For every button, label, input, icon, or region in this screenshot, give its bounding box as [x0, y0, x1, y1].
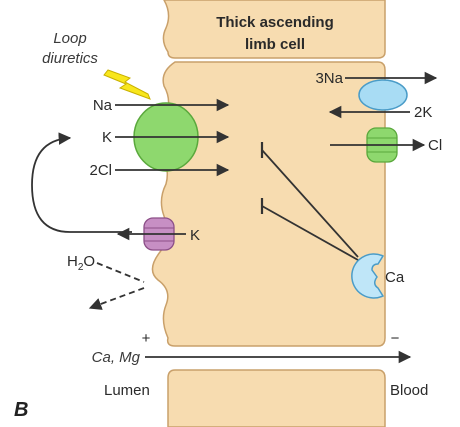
lumen-label: Lumen	[104, 382, 150, 399]
lumen-charge: +	[142, 330, 151, 347]
ca-inhibit-line-lower	[261, 205, 359, 261]
ca-inhibit-line-upper	[261, 149, 359, 258]
k-channel-label: K	[190, 227, 200, 244]
water-label: H2O	[67, 253, 95, 273]
lower-cell	[167, 369, 386, 427]
na-k-atpase	[358, 79, 408, 111]
basolateral-na-label: 3Na	[315, 70, 343, 87]
k-recycling-arrow	[31, 132, 132, 233]
basolateral-k-label: 2K	[414, 104, 432, 121]
basolateral-cl-label: Cl	[428, 137, 442, 154]
upper-cell	[162, 0, 386, 59]
na-label: Na	[93, 97, 113, 114]
ca-sensor-label: Ca	[385, 269, 405, 286]
cell-title-line1: Thick ascending	[216, 14, 334, 31]
water-path-upper	[96, 262, 145, 283]
ca-sensing-receptor	[351, 253, 385, 299]
k-label: K	[102, 129, 112, 146]
drug-label-line2: diuretics	[42, 50, 98, 67]
cell-title-line2: limb cell	[245, 36, 305, 53]
blood-charge: −	[391, 330, 400, 347]
lightning-bolt-icon	[103, 69, 151, 100]
water-path-lower	[88, 287, 145, 310]
blood-label: Blood	[390, 382, 428, 399]
paracellular-ions: Ca, Mg	[92, 349, 141, 366]
drug-label-line1: Loop	[53, 30, 86, 47]
cl-label: 2Cl	[89, 162, 112, 179]
panel-letter: B	[14, 399, 28, 421]
